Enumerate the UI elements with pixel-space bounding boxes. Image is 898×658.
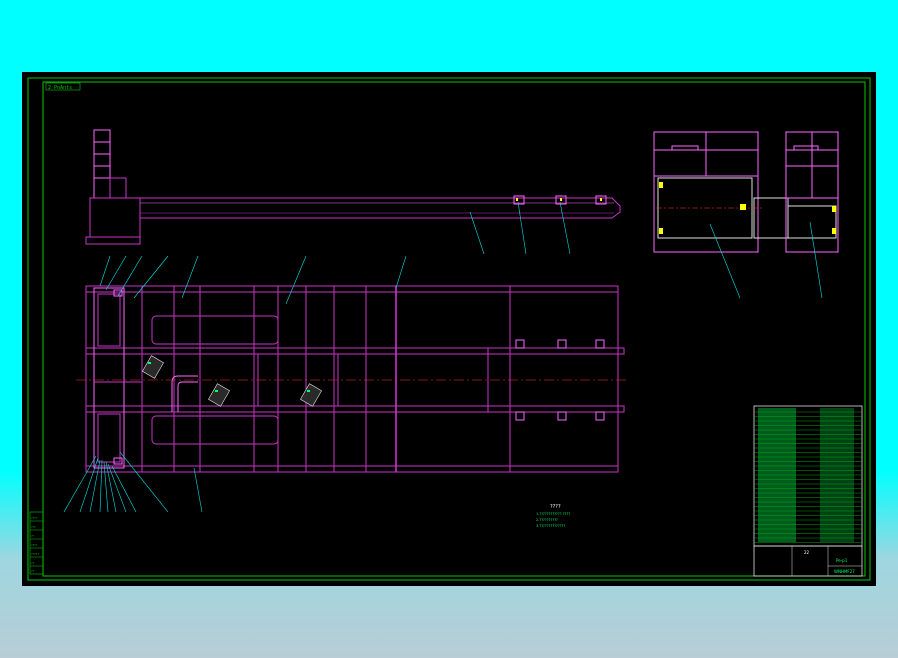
rev-label-6: ?? bbox=[31, 569, 35, 573]
rev-label-1: ??? bbox=[31, 525, 36, 529]
title-drawing-name: 22 bbox=[804, 550, 810, 555]
drawing-sheet: 2 PnAnts ???? ??? ?? ???? ????? ?? ?? bbox=[27, 77, 871, 581]
title-material: Pe-p1 bbox=[836, 558, 848, 563]
side-view-details bbox=[516, 198, 602, 201]
title-code: WNHMF27 bbox=[834, 569, 855, 574]
rev-label-0: ???? bbox=[31, 516, 38, 520]
note-title: ???? bbox=[550, 504, 561, 510]
note-line-2: 3.?????????????? bbox=[536, 524, 565, 528]
hatched-details-accent bbox=[148, 362, 310, 392]
parts-list bbox=[753, 405, 863, 547]
note-line-0: 1.???????????? ???? bbox=[536, 512, 570, 516]
revision-strip: ???? ??? ?? ???? ????? ?? ?? bbox=[29, 511, 44, 575]
plan-view-leaders-top bbox=[99, 255, 407, 305]
side-view-leaders bbox=[469, 201, 571, 255]
rev-label-5: ?? bbox=[31, 561, 35, 565]
side-view bbox=[85, 129, 621, 245]
rev-label-2: ?? bbox=[31, 534, 35, 538]
outer-frame bbox=[27, 77, 871, 581]
plan-view-leaders-bottom bbox=[63, 451, 203, 513]
note-line-1: 2.?????????? bbox=[536, 518, 558, 522]
cad-viewport[interactable]: 2 PnAnts ???? ??? ?? ???? ????? ?? ?? bbox=[22, 72, 876, 586]
end-view-details bbox=[659, 182, 836, 234]
corner-tag-box bbox=[45, 82, 81, 91]
inner-frame bbox=[42, 81, 866, 577]
end-view-leaders bbox=[709, 221, 823, 299]
rev-label-4: ????? bbox=[31, 552, 39, 556]
end-view-front bbox=[653, 131, 789, 253]
rev-label-3: ???? bbox=[31, 543, 38, 547]
end-view-rear bbox=[785, 131, 839, 253]
plan-view bbox=[85, 285, 625, 473]
corner-tag: 2 PnAnts bbox=[48, 85, 72, 91]
title-block: 22 Pe-p1 WNHMF27 bbox=[753, 545, 863, 577]
hatched-details bbox=[142, 355, 322, 407]
